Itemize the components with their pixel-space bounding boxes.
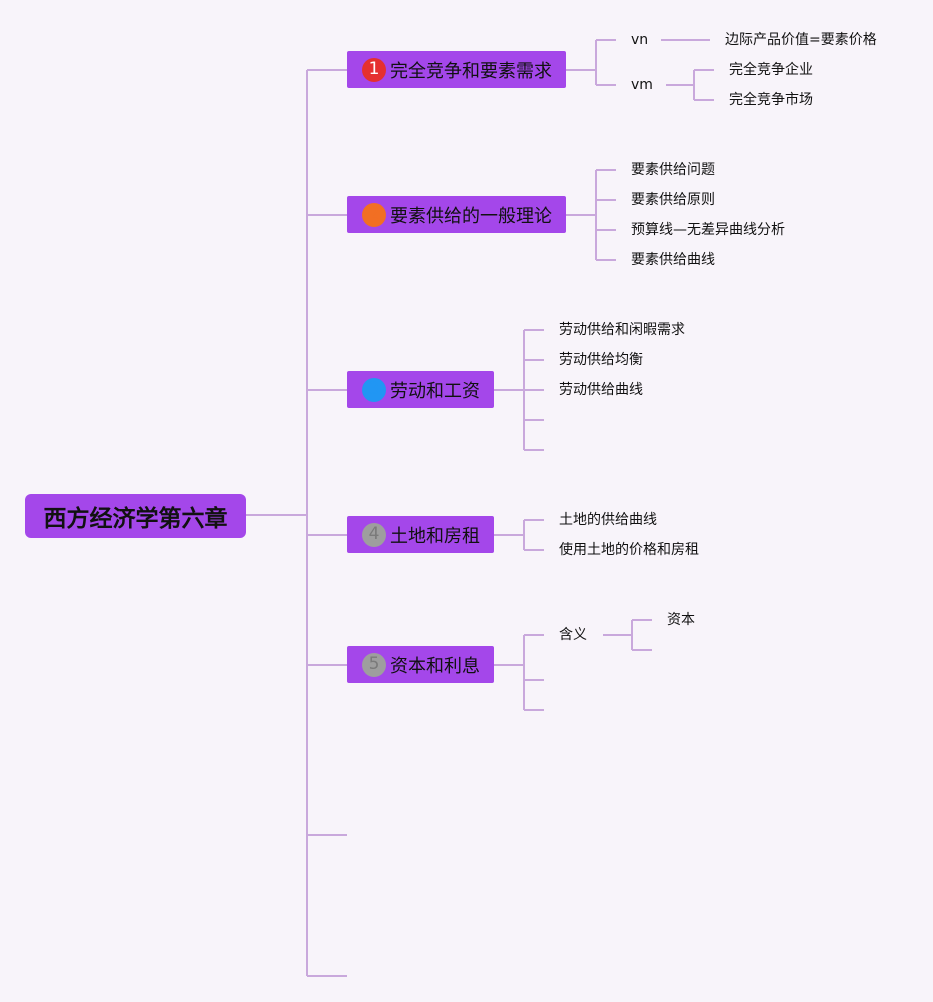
node-supply-problem[interactable]: 要素供给问题 — [631, 162, 715, 178]
node-meaning[interactable]: 含义 — [559, 627, 587, 643]
b2-connector — [566, 169, 616, 261]
branch-label: 土地和房租 — [390, 525, 480, 547]
branch-label: 完全竞争和要素需求 — [390, 60, 552, 82]
node-supply-curve[interactable]: 要素供给曲线 — [631, 252, 715, 268]
node-vm[interactable]: vm — [631, 77, 653, 93]
branch-label: 资本和利息 — [390, 655, 480, 677]
b5-connector — [494, 634, 544, 711]
node-labor-equilibrium[interactable]: 劳动供给均衡 — [559, 352, 643, 368]
node-land-price[interactable]: 使用土地的价格和房租 — [559, 542, 699, 558]
b5-hanyi-connector — [603, 619, 652, 651]
node-vn[interactable]: vn — [631, 32, 649, 48]
node-budget-line[interactable]: 预算线—无差异曲线分析 — [631, 222, 785, 238]
branch-node-3[interactable]: 3 劳动和工资 — [347, 371, 494, 408]
branch-label: 劳动和工资 — [390, 380, 480, 402]
number-2-icon: 2 — [362, 202, 386, 227]
b3-connector — [494, 329, 544, 451]
b1-connector — [566, 39, 616, 86]
node-land-supply[interactable]: 土地的供给曲线 — [559, 512, 657, 528]
branch-label: 要素供给的一般理论 — [390, 205, 552, 227]
node-labor-leisure[interactable]: 劳动供给和闲暇需求 — [559, 322, 685, 338]
node-labor-curve[interactable]: 劳动供给曲线 — [559, 382, 643, 398]
root-node[interactable]: 西方经济学第六章 — [25, 494, 246, 538]
branch-node-1[interactable]: 1 完全竞争和要素需求 — [347, 51, 566, 88]
node-capital[interactable]: 资本 — [667, 612, 695, 628]
node-competitive-market[interactable]: 完全竞争市场 — [729, 92, 813, 108]
branch-node-4[interactable]: 4 土地和房租 — [347, 516, 494, 553]
branch-node-5[interactable]: 5 资本和利息 — [347, 646, 494, 683]
b1-vm-connector — [666, 69, 714, 101]
branch-node-2[interactable]: 2 要素供给的一般理论 — [347, 196, 566, 233]
node-marginal-value[interactable]: 边际产品价值=要素价格 — [725, 32, 877, 48]
number-3-icon: 3 — [362, 377, 386, 402]
b4-connector — [494, 519, 544, 551]
number-5-icon: 5 — [362, 652, 386, 677]
node-competitive-firm[interactable]: 完全竞争企业 — [729, 62, 813, 78]
node-supply-principle[interactable]: 要素供给原则 — [631, 192, 715, 208]
number-1-icon: 1 — [362, 57, 386, 82]
root-label: 西方经济学第六章 — [43, 506, 228, 532]
number-4-icon: 4 — [362, 522, 386, 547]
